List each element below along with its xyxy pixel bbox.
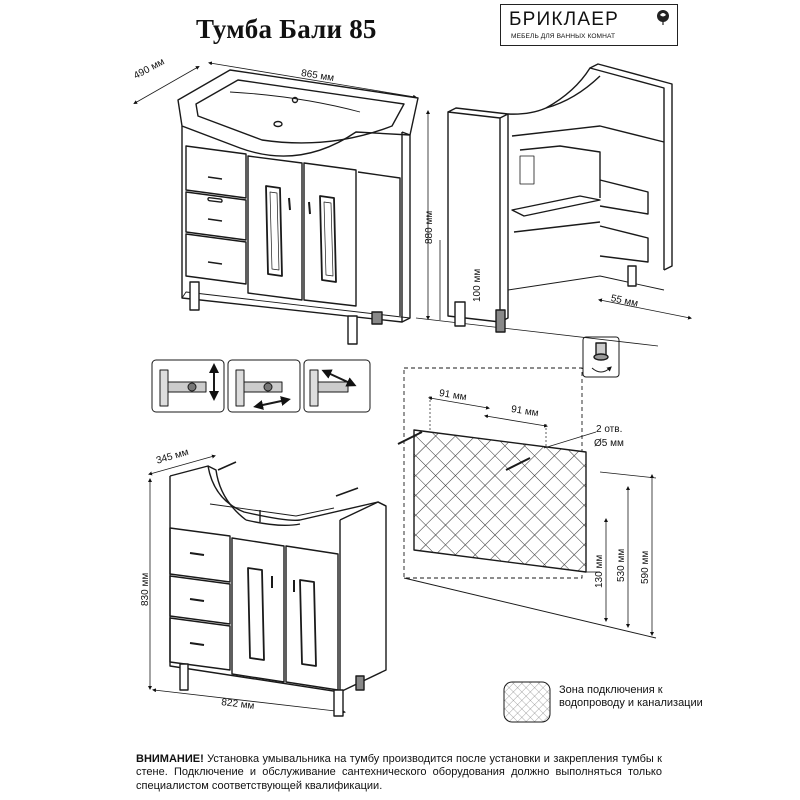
dim-zone-height: 130 мм xyxy=(594,554,605,588)
hinge-adjust-icons xyxy=(151,359,371,413)
logo-brand: БРИКЛАЕР xyxy=(509,9,619,30)
legend-label: Зона подключения к водопроводу и канализ… xyxy=(559,684,703,709)
dim-zone-total: 590 мм xyxy=(640,550,651,584)
cabinet-open-view xyxy=(415,63,692,347)
cabinet-front-view xyxy=(133,61,430,345)
leg-adjust-icon xyxy=(582,336,620,378)
page-title: Тумба Бали 85 xyxy=(196,14,377,44)
dim-holes: 2 отв. xyxy=(596,424,623,435)
rose-icon xyxy=(657,10,669,25)
dim-leg-height: 100 мм xyxy=(472,268,483,302)
legend-swatch xyxy=(503,681,551,723)
dim-height-body: 830 мм xyxy=(140,572,151,606)
warning-label: ВНИМАНИЕ! xyxy=(136,753,204,765)
connection-zone-diagram xyxy=(397,367,657,639)
warning-note: ВНИМАНИЕ! Установка умывальника на тумбу… xyxy=(136,753,662,793)
dim-hole-diameter: Ø5 мм xyxy=(594,438,624,449)
brand-logo: БРИКЛАЕР МЕБЕЛЬ ДЛЯ ВАННЫХ КОМНАТ xyxy=(500,4,678,46)
dim-zone-width: 530 мм xyxy=(616,548,627,582)
logo-tagline: МЕБЕЛЬ ДЛЯ ВАННЫХ КОМНАТ xyxy=(511,33,616,40)
warning-text: Установка умывальника на тумбу производи… xyxy=(136,753,662,792)
cabinet-body-view xyxy=(148,454,387,717)
dim-height-total: 880 мм xyxy=(424,210,435,244)
